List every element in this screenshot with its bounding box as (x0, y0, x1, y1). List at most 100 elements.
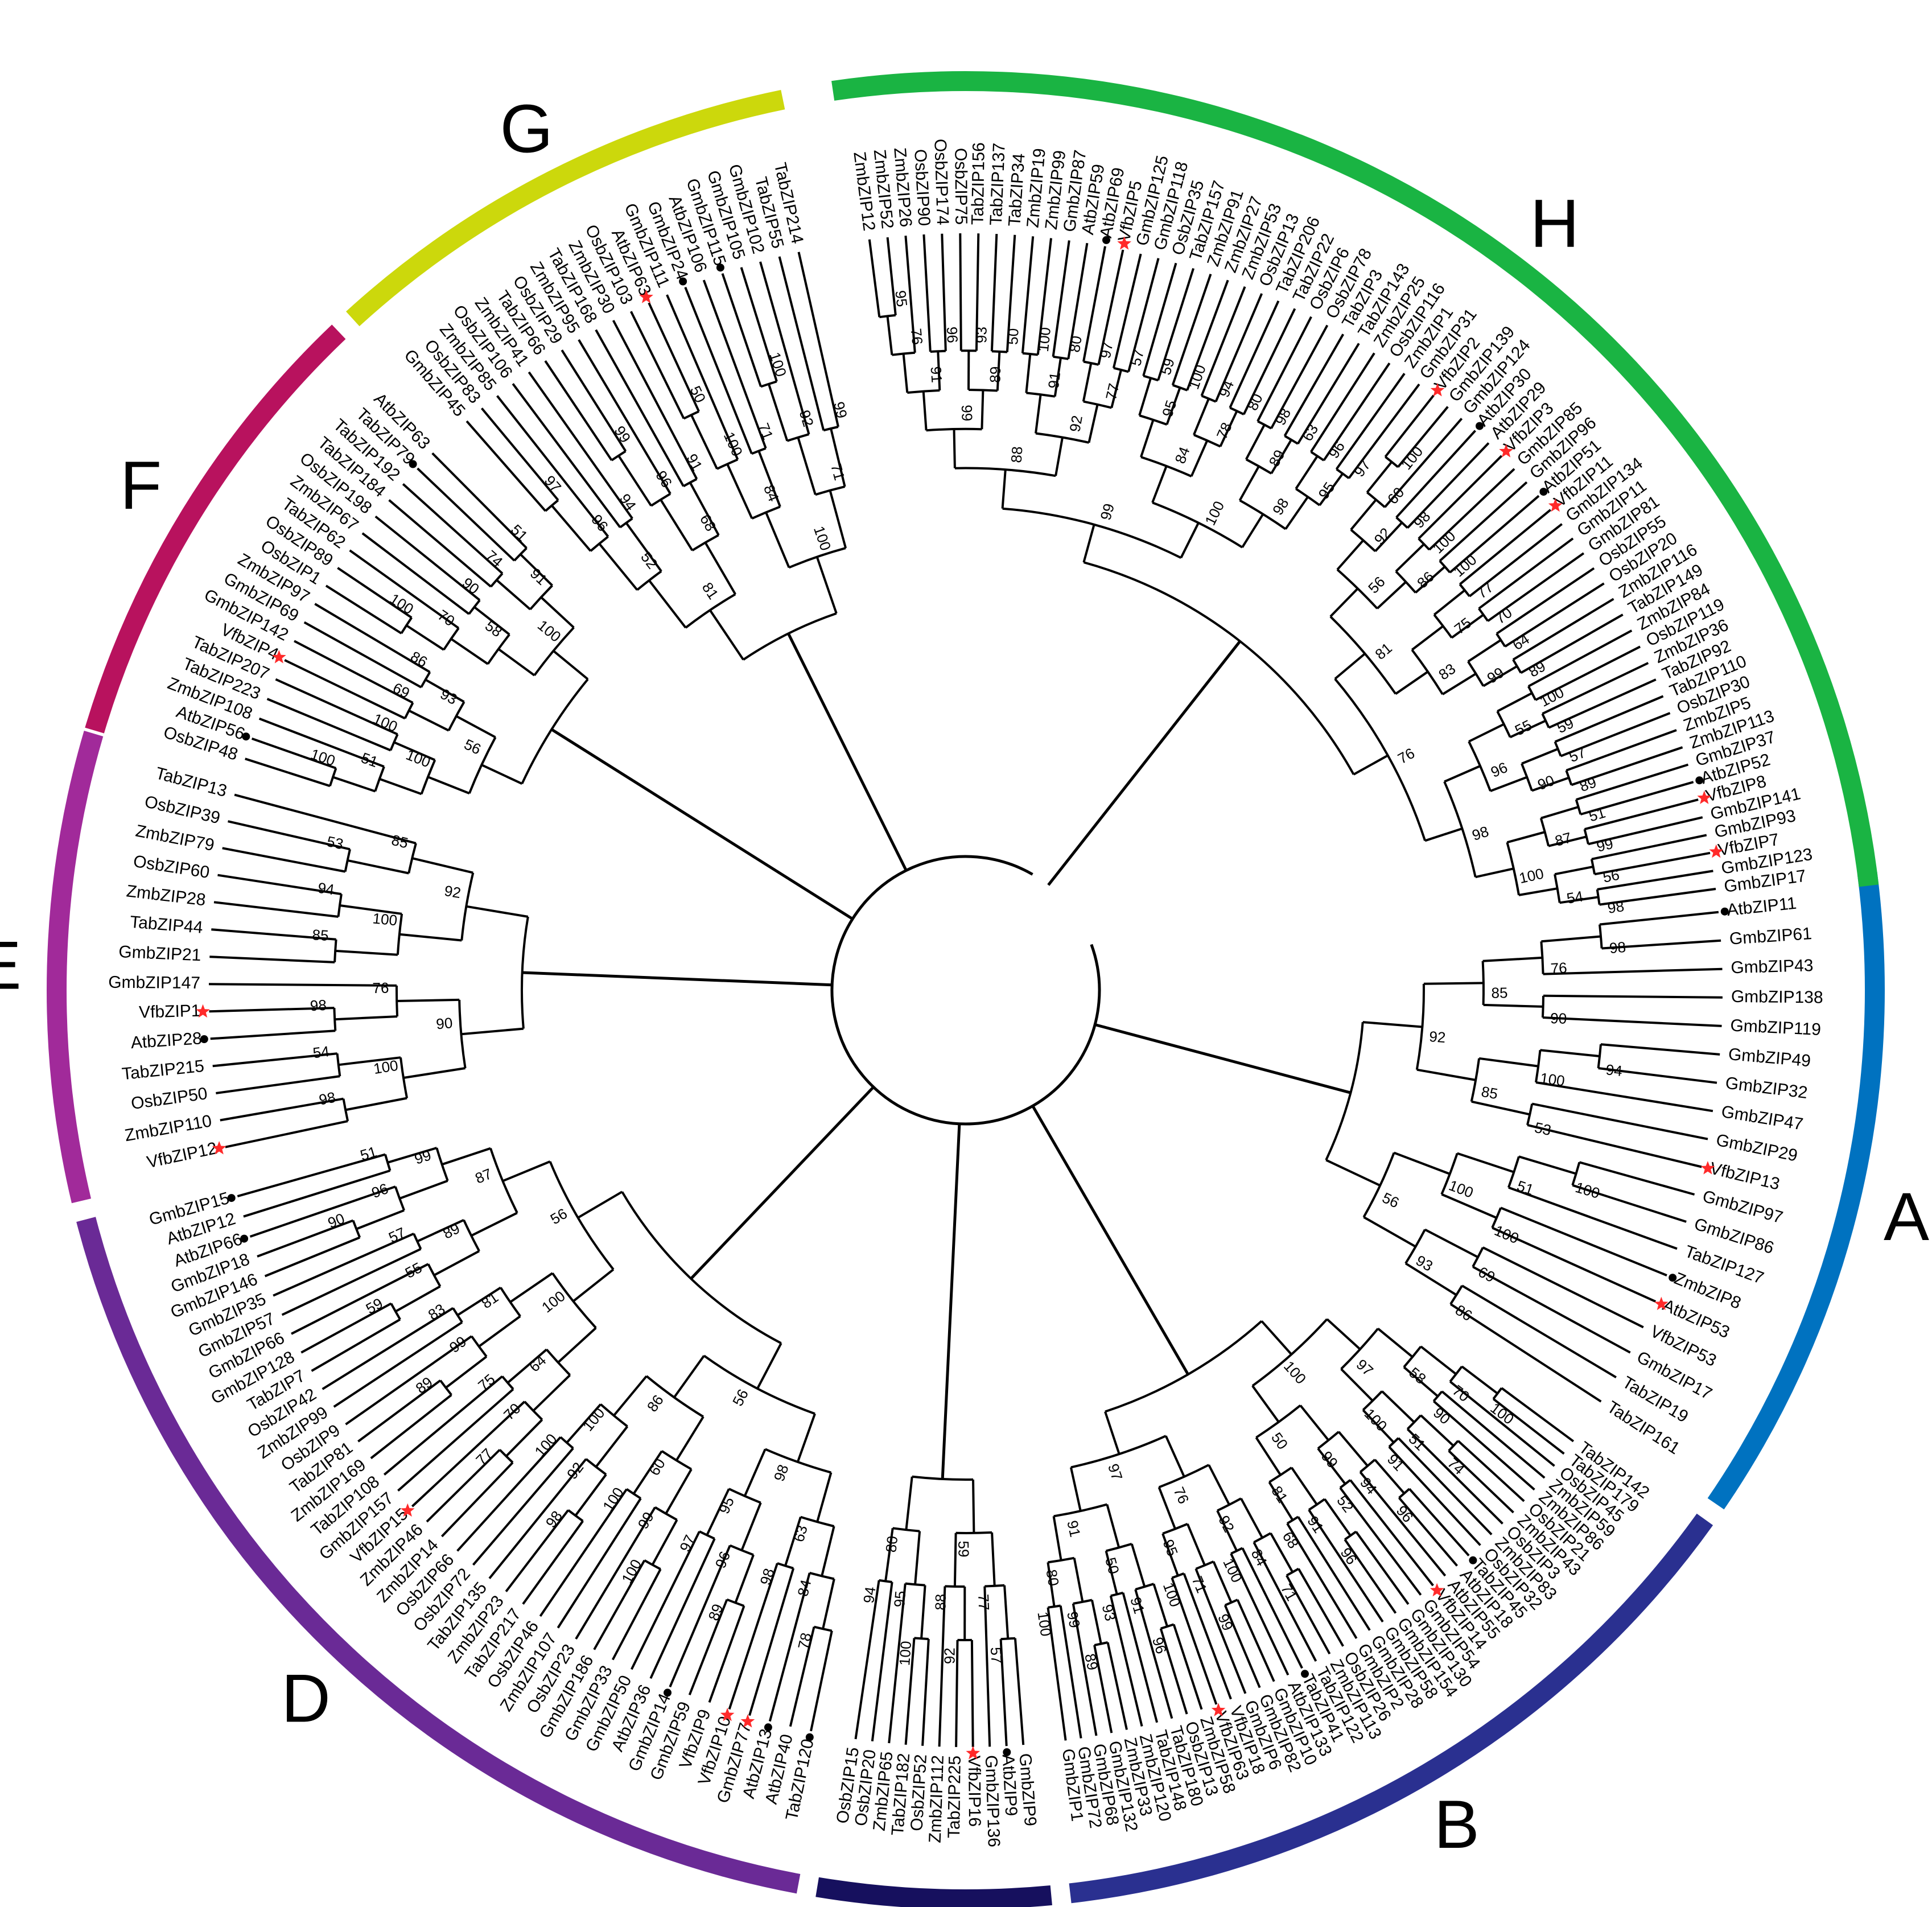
bootstrap-value: 100 (538, 1287, 569, 1316)
branch-arc (1360, 1459, 1376, 1473)
branch-segment (427, 776, 470, 794)
branch-segment (472, 1447, 574, 1566)
branch-segment (983, 1586, 991, 1747)
branch-segment (1251, 1385, 1280, 1423)
branch-segment (1366, 461, 1393, 493)
branch-segment (1512, 598, 1614, 661)
bootstrap-value: 99 (1595, 835, 1614, 855)
branch-arc (879, 314, 896, 319)
bootstrap-value: 71 (827, 462, 848, 482)
leaf-label: OsbZIP52 (907, 1754, 930, 1832)
branch-segment (1461, 1365, 1498, 1395)
branch-segment (1377, 1328, 1414, 1358)
branch-arc (683, 477, 698, 488)
group-ring-A (1707, 871, 1885, 1510)
branch-segment (1323, 362, 1391, 462)
bootstrap-value: 98 (771, 1462, 792, 1483)
branch-segment (1362, 1409, 1395, 1444)
bootstrap-value: 51 (359, 749, 380, 771)
branch-segment (1395, 543, 1425, 572)
tree-branches (208, 233, 1723, 1747)
branch-arc (926, 427, 982, 432)
branch-segment (1299, 1404, 1329, 1441)
branch-segment (509, 1272, 554, 1303)
branch-segment (1253, 1542, 1317, 1662)
branch-segment (1397, 406, 1449, 468)
branch-segment (1580, 781, 1694, 815)
branch-segment (1161, 1533, 1179, 1576)
branch-segment (466, 905, 529, 918)
branch-arc (751, 505, 781, 520)
branch-segment (237, 1153, 386, 1198)
branch-segment (1036, 238, 1052, 355)
bootstrap-value: 91 (1384, 1451, 1408, 1474)
branch-segment (217, 874, 342, 896)
branch-segment (264, 1236, 360, 1278)
bootstrap-value: 100 (1280, 1358, 1309, 1387)
branch-segment (300, 1302, 392, 1354)
branch-arc (1491, 1207, 1502, 1229)
branch-arc (1526, 1103, 1534, 1126)
branch-segment (1325, 1159, 1381, 1187)
branch-segment (478, 1315, 521, 1348)
bootstrap-value: 95 (1315, 479, 1338, 503)
group-ring-H (831, 71, 1879, 887)
dot-marker-icon (1720, 907, 1729, 916)
branch-segment (251, 738, 337, 769)
branch-segment (1531, 1102, 1708, 1140)
branch-segment (1416, 1068, 1476, 1081)
bootstrap-value: 97 (1097, 340, 1117, 360)
branch-segment (1444, 765, 1481, 783)
branch-segment (311, 1318, 401, 1372)
dot-marker-icon (242, 732, 250, 741)
branch-segment (1527, 1123, 1702, 1168)
branch-arc (1362, 1390, 1383, 1411)
branch-segment (630, 311, 685, 419)
branch-segment (1509, 719, 1546, 739)
branch-arc (336, 1053, 341, 1077)
branch-arc (1540, 941, 1544, 974)
star-marker-icon (1700, 1161, 1715, 1175)
star-marker-icon (1430, 1583, 1444, 1597)
branch-segment (938, 1586, 946, 1747)
branch-arc (626, 1488, 641, 1500)
bootstrap-value: 100 (579, 1404, 608, 1435)
branch-arc (892, 351, 915, 356)
branch-segment (765, 512, 790, 569)
branch-segment (1344, 1539, 1397, 1614)
bootstrap-value: 58 (482, 617, 505, 640)
branch-segment (1308, 1509, 1384, 1623)
branch-segment (1151, 466, 1168, 503)
branch-segment (1566, 729, 1677, 772)
branch-segment (275, 678, 398, 736)
dot-marker-icon (1476, 422, 1484, 430)
branch-segment (1348, 384, 1420, 479)
branch-segment (1432, 1400, 1535, 1491)
branch-segment (1257, 316, 1312, 422)
bootstrap-value: 85 (1480, 1083, 1500, 1103)
branch-segment (1183, 1573, 1232, 1700)
branch-segment (595, 329, 685, 487)
branch-segment (520, 553, 553, 587)
bootstrap-value: 53 (326, 833, 345, 852)
branch-segment (1403, 1366, 1439, 1398)
branch-arc (352, 1220, 361, 1238)
bootstrap-value: 74 (1444, 1455, 1468, 1478)
branch-arc (1565, 770, 1573, 785)
branch-arc (1217, 1497, 1242, 1512)
branch-arc (333, 939, 337, 962)
branch-segment (1021, 236, 1035, 353)
bootstrap-value: 81 (478, 1288, 501, 1312)
bootstrap-value: 100 (1398, 443, 1427, 473)
branch-segment (1157, 267, 1195, 381)
leaf-label: VfbZIP16 (965, 1756, 984, 1827)
bootstrap-value: 100 (1430, 528, 1459, 557)
branch-segment (551, 505, 592, 552)
star-marker-icon (1697, 790, 1712, 804)
leaf-label: OsbZIP50 (130, 1084, 208, 1113)
bootstrap-value: 100 (1220, 1555, 1246, 1585)
dot-marker-icon (805, 1733, 814, 1741)
branch-segment (886, 316, 893, 355)
branch-segment (379, 777, 422, 796)
branch-segment (228, 820, 351, 851)
